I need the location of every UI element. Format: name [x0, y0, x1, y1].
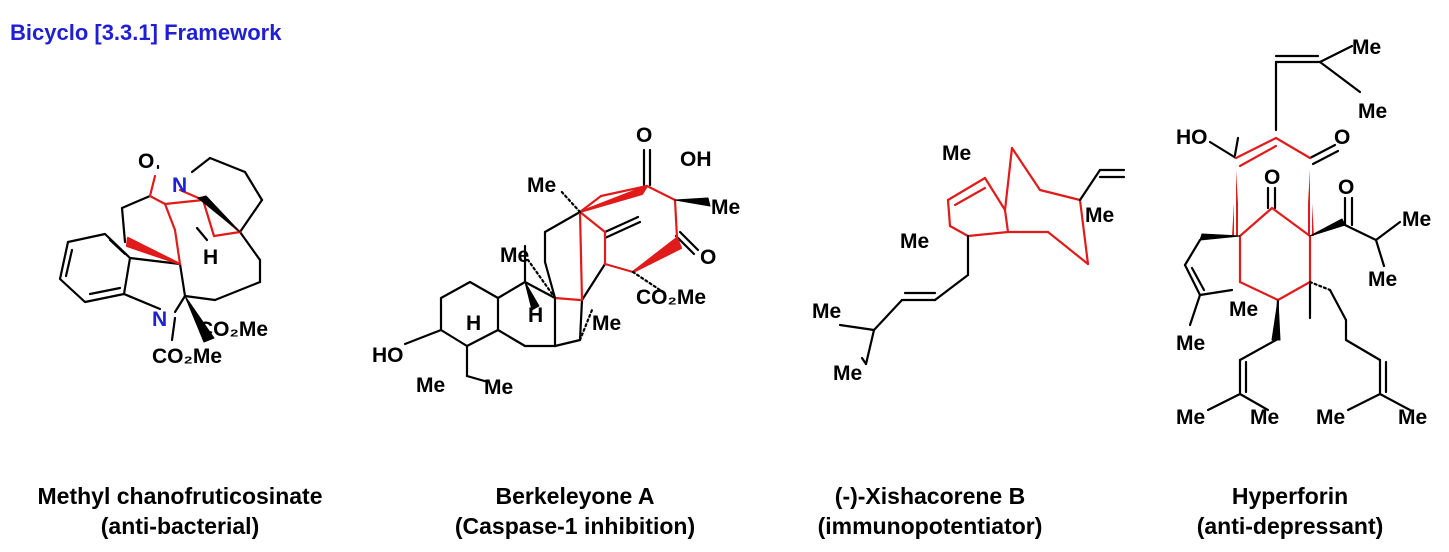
structure-methyl-chanofruticosinate: O N N H CO₂Me CO₂Me — [58, 150, 268, 368]
compound-name: Hyperforin — [1231, 483, 1349, 509]
atom-me: Me — [592, 312, 621, 335]
atom-me: Me — [1368, 268, 1397, 291]
atom-me: Me — [812, 300, 841, 323]
atom-o: O — [1334, 126, 1350, 149]
atom-me: Me — [1402, 208, 1431, 231]
compound-name: Methyl chanofruticosinate — [37, 483, 323, 509]
atom-me: Me — [484, 376, 513, 399]
atom-o: O — [138, 150, 154, 173]
atom-me: Me — [900, 230, 929, 253]
atom-o: O — [636, 124, 652, 147]
atom-o: O — [1338, 176, 1354, 199]
atom-me: Me — [1316, 406, 1345, 429]
atom-oh: OH — [680, 148, 712, 171]
structure-xishacorene-b: Me Me Me Me Me — [812, 142, 1126, 385]
atom-me: Me — [942, 142, 971, 165]
atom-n: N — [172, 174, 187, 197]
atom-me: Me — [1352, 36, 1381, 59]
atom-me: Me — [833, 362, 862, 385]
atom-me: Me — [1398, 406, 1427, 429]
page-title: Bicyclo [3.3.1] Framework — [10, 20, 282, 45]
atom-me: Me — [416, 374, 445, 397]
atom-o: O — [700, 246, 716, 269]
atom-me: Me — [1176, 332, 1205, 355]
caption-methyl-chanofruticosinate: Methyl chanofruticosinate (anti-bacteria… — [10, 481, 350, 541]
atom-me: Me — [1176, 406, 1205, 429]
caption-berkeleyone-a: Berkeleyone A (Caspase-1 inhibition) — [410, 481, 740, 541]
structure-hyperforin: Me Me HO O O O Me Me Me Me Me Me Me Me — [1176, 36, 1431, 429]
compound-activity: (anti-depressant) — [1196, 513, 1384, 539]
atom-h: H — [528, 304, 543, 327]
atom-co2me: CO₂Me — [152, 345, 222, 368]
structure-berkeleyone-a: O OH Me Me O Me CO₂Me H H Me HO Me Me — [372, 124, 740, 399]
atom-n: N — [152, 308, 167, 331]
atom-me: Me — [1250, 406, 1279, 429]
compound-activity: (immunopotentiator) — [817, 513, 1043, 539]
atom-co2me: CO₂Me — [198, 318, 268, 341]
atom-ho: HO — [372, 344, 404, 367]
atom-me: Me — [1358, 100, 1387, 123]
compound-name: Berkeleyone A — [495, 483, 655, 509]
compound-name: (-)-Xishacorene B — [834, 483, 1026, 509]
atom-me: Me — [1085, 204, 1114, 227]
atom-h: H — [466, 312, 481, 335]
atom-me: Me — [527, 174, 556, 197]
compound-activity: (anti-bacterial) — [100, 513, 260, 539]
atom-h: H — [203, 246, 218, 269]
compound-activity: (Caspase-1 inhibition) — [454, 513, 696, 539]
caption-hyperforin: Hyperforin (anti-depressant) — [1165, 481, 1415, 541]
atom-me: Me — [500, 244, 529, 267]
atom-me: Me — [1229, 298, 1258, 321]
atom-o: O — [1264, 166, 1280, 189]
atom-ho: HO — [1176, 126, 1208, 149]
caption-xishacorene-b: (-)-Xishacorene B (immunopotentiator) — [795, 481, 1065, 541]
atom-me: Me — [711, 196, 740, 219]
atom-co2me: CO₂Me — [636, 286, 706, 309]
